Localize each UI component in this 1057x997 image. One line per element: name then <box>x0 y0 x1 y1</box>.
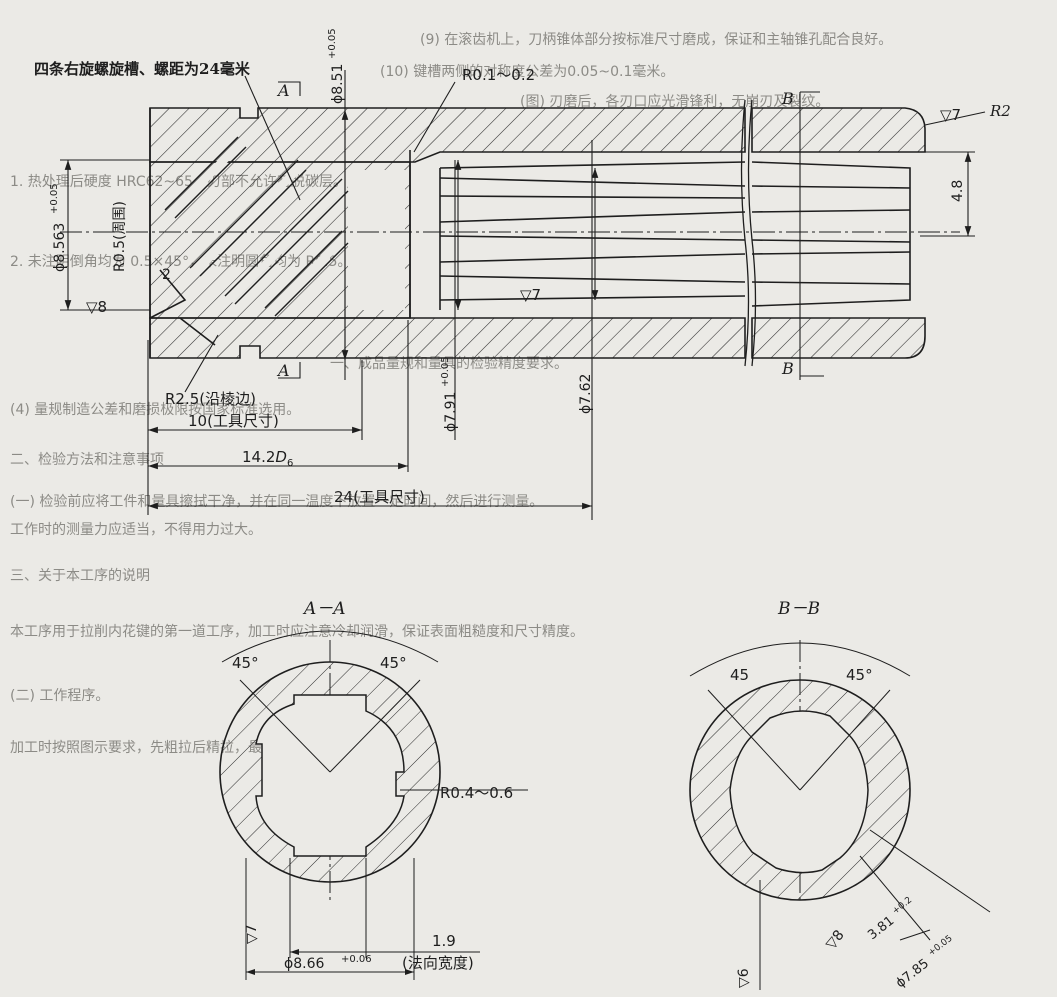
bg-line-7: (4) 量规制造公差和磨损极限按国家标准选用。 <box>10 401 300 418</box>
bg-line-12: 本工序用于拉削内花键的第一道工序，加工时应注意冷却润滑，保证表面粗糙度和尺寸精度… <box>10 623 584 640</box>
section-b-top-label: B <box>781 89 794 108</box>
dim-4-8: 4.8 <box>950 180 966 202</box>
bb-rough8: ▽8 <box>823 927 848 952</box>
bg-line-1: (9) 在滚齿机上，刀柄锥体部分按标准尺寸磨成，保证和主轴锥孔配合良好。 <box>420 31 892 48</box>
dim-phi-851-tol: +0.05 <box>327 28 338 59</box>
section-b-bottom-label: B <box>781 359 794 378</box>
radius-top-label: R0.1～0.2 <box>462 66 535 84</box>
bg-line-11: 三、关于本工序的说明 <box>10 568 150 584</box>
dim-phi-762: ϕ7.62 <box>578 374 594 414</box>
rotated-phi762: ϕ7.62 <box>578 374 594 414</box>
rotated-phi8563: ϕ8.563 +0.05 <box>49 183 68 272</box>
radius-r25-label: R2.5(沿棱边) <box>165 390 256 408</box>
dim-phi-791: ϕ7.91 <box>443 392 459 432</box>
corner-2-label: 2 <box>162 267 171 283</box>
helical-groove-note: 四条右旋螺旋槽、螺距为24毫米 <box>34 60 251 78</box>
bb-phi785-wrap: ϕ7.85 +0.05 <box>893 934 955 991</box>
bg-line-9: (一) 检验前应将工件和量具擦拭干净，并在同一温度下放置一定时间，然后进行测量。 <box>10 493 543 510</box>
rotated-r05: R0.5(周围) <box>112 201 128 272</box>
len-10-label: 10(工具尺寸) <box>188 412 279 430</box>
bb-rough8-wrap: ▽8 <box>823 927 848 952</box>
roughness-7-right: ▽7 <box>940 106 961 124</box>
aa-rough-wrap: ▽7 <box>244 924 260 944</box>
main-view <box>149 99 926 367</box>
bb-phi785: ϕ7.85 <box>893 956 932 991</box>
len-24-label: 24(工具尺寸) <box>334 488 425 506</box>
bb-angle-right: 45° <box>846 666 873 684</box>
aa-width: 1.9 <box>432 932 456 950</box>
aa-angle-left: 45° <box>232 654 259 672</box>
dim-phi-8563: ϕ8.563 <box>52 223 68 272</box>
section-aa-bore <box>255 694 405 857</box>
radius-r05-label: R0.5(周围) <box>112 201 128 272</box>
bb-rough6-wrap: ▽6 <box>736 968 752 988</box>
section-bb-title: B－B <box>777 599 820 619</box>
aa-angle-right: 45° <box>380 654 407 672</box>
roughness-7-mid: ▽7 <box>520 286 541 304</box>
dim-phi-851: ϕ8.51 <box>330 64 346 104</box>
bb-angle-left: 45 <box>730 666 749 684</box>
dim-phi-8563-tol: +0.05 <box>49 183 60 214</box>
bb-rough6: ▽6 <box>736 968 752 988</box>
roughness-8-left: ▽8 <box>86 298 107 316</box>
rotated-phi791: ϕ7.91 +0.05 <box>440 356 459 432</box>
helical-grooves <box>167 141 348 315</box>
len-142-label: 14.2D6 <box>242 448 293 469</box>
section-aa: A－A 45° 45° R0.4～0.6 ▽7 1.9 (法向宽度) ϕ8.66… <box>219 599 528 980</box>
section-a-top-label: A <box>276 81 290 100</box>
section-aa-title: A－A <box>302 599 346 619</box>
bb-dim381-wrap: 3.81 +0.2 <box>865 895 914 944</box>
dim-phi-791-tol: +0.05 <box>440 356 451 387</box>
rotated-phi851: ϕ8.51 +0.05 <box>327 28 346 104</box>
aa-rough: ▽7 <box>244 924 260 944</box>
bg-line-2: (10) 键槽两侧的对称度公差为0.05~0.1毫米。 <box>380 63 674 80</box>
dimension-lines <box>60 70 986 520</box>
bb-dim381: 3.81 <box>865 914 897 944</box>
section-bb: B－B 45 45° ▽6 ▽8 3.81 +0.2 ϕ7.85 +0.05 <box>689 599 991 991</box>
bg-line-10: 工作时的测量力应适当，不得用力过大。 <box>10 521 262 538</box>
aa-phi-866-tol: +0.06 <box>341 954 372 965</box>
radius-r2-label: R2 <box>989 102 1011 120</box>
aa-radius: R0.4～0.6 <box>440 784 513 802</box>
bg-line-13: (二) 工作程序。 <box>10 688 109 704</box>
bb-dim381-tol: +0.2 <box>891 895 914 916</box>
bg-line-6: 一、成品量规和量具的检验精度要求。 <box>330 356 568 372</box>
aa-width-note: (法向宽度) <box>402 954 474 972</box>
section-a-bottom-label: A <box>276 361 290 380</box>
bb-phi785-tol: +0.05 <box>927 934 955 959</box>
bg-line-8: 二、检验方法和注意事项 <box>10 451 164 468</box>
aa-phi-866: ϕ8.66 <box>284 956 325 972</box>
